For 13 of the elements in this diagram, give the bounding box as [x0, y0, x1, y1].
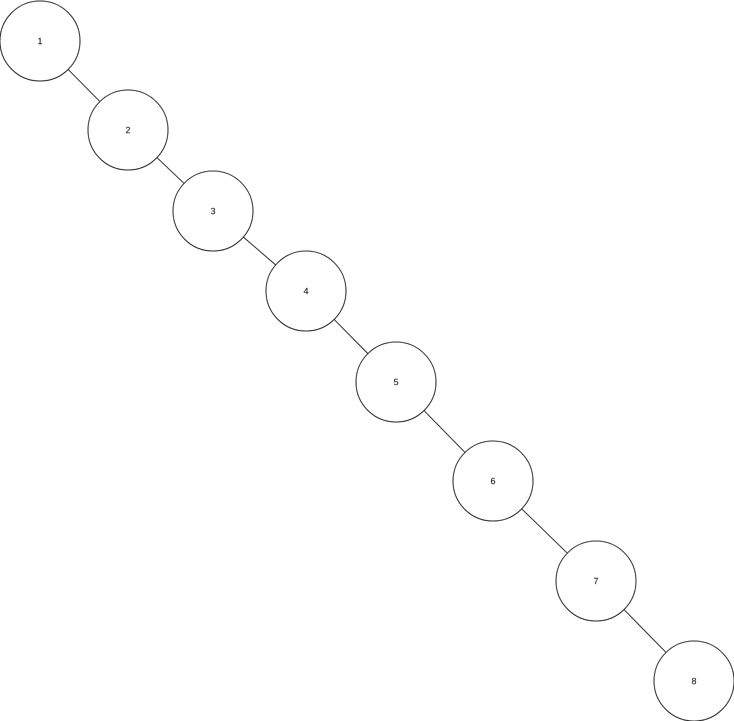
circle-node: 7 [556, 540, 636, 622]
circle-node: 4 [266, 250, 346, 332]
connector-line [68, 69, 100, 102]
connector-line [522, 508, 568, 554]
connector-line [624, 609, 666, 653]
circle-node: 3 [172, 170, 254, 252]
connector-line [424, 410, 466, 453]
connector-line [334, 319, 368, 354]
circle-node: 6 [452, 440, 534, 522]
connector-line [156, 157, 184, 184]
connector-line [243, 236, 276, 266]
circle-node: 2 [88, 90, 168, 170]
circle-node: 5 [356, 342, 436, 422]
